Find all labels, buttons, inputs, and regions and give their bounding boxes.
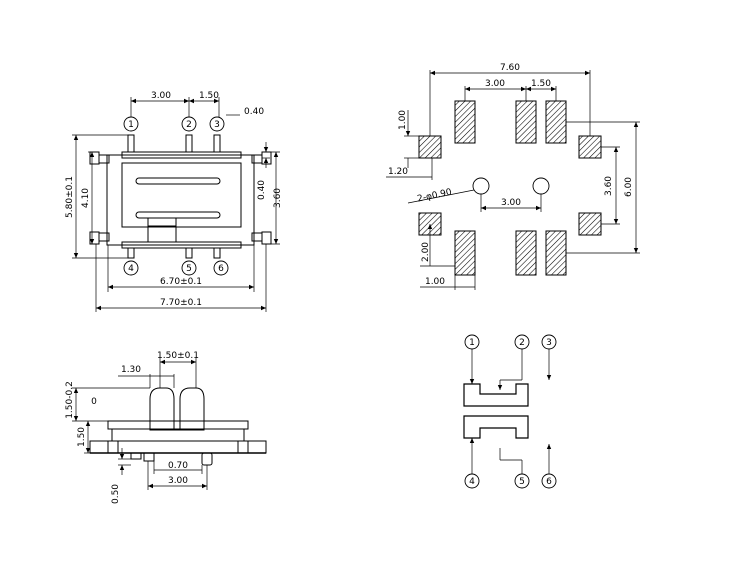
pcb-footprint: 7.60 3.00 1.50 1.00 1.20 2-φ0.90 3.00 3.… <box>386 63 640 290</box>
dim-top-4-10: 4.10 <box>81 188 91 208</box>
top-view: 1 2 3 4 5 6 3.00 1.50 0.40 5.80±0.1 4.10 <box>65 91 283 312</box>
schematic-pin-4: 4 <box>469 477 475 487</box>
dim-fp-hole: 2-φ0.90 <box>416 187 453 204</box>
dim-fp-1-50: 1.50 <box>531 79 551 89</box>
schematic-pin-6: 6 <box>546 477 552 487</box>
dim-fp-1-00: 1.00 <box>398 110 408 130</box>
schematic-pin-3: 3 <box>546 338 552 348</box>
dim-top-5-80: 5.80±0.1 <box>65 176 75 218</box>
dim-fp-6-00: 6.00 <box>624 177 634 197</box>
schematic-pin-1: 1 <box>469 338 475 348</box>
dim-side-0-50: 0.50 <box>111 484 121 504</box>
pin-4-label: 4 <box>128 264 134 274</box>
dim-fp-1-20: 1.20 <box>388 167 408 177</box>
dim-top-0-40: 0.40 <box>244 107 264 117</box>
dim-top-3-60: 3.60 <box>273 188 283 208</box>
dim-top-1-50: 1.50 <box>199 91 219 101</box>
dim-side-1-30: 1.30 <box>121 365 141 375</box>
dim-top-0-40-vertical: 0.40 <box>257 180 267 200</box>
dim-side-1-50-tol: 1.50±0.1 <box>157 351 199 361</box>
dim-top-6-70: 6.70±0.1 <box>160 277 202 287</box>
schematic-pin-5: 5 <box>519 477 525 487</box>
pin-1-label: 1 <box>128 120 134 130</box>
dim-fp-3-00-holes: 3.00 <box>501 198 521 208</box>
dim-fp-2-00: 2.00 <box>421 242 431 262</box>
dim-side-tol-upper: 0 <box>91 397 97 407</box>
dim-fp-3-00: 3.00 <box>485 79 505 89</box>
schematic-pin-2: 2 <box>519 338 525 348</box>
dim-side-1-50-tol-minus: 1.50-0.2 <box>65 381 75 419</box>
dim-fp-7-60: 7.60 <box>500 63 520 73</box>
pin-schematic: 1 2 3 4 5 6 <box>463 334 557 489</box>
dim-fp-3-60: 3.60 <box>604 176 614 196</box>
pin-3-label: 3 <box>214 120 220 130</box>
dim-top-7-70: 7.70±0.1 <box>160 298 202 308</box>
pin-2-label: 2 <box>186 120 192 130</box>
side-view: 1.50±0.1 1.30 1.50-0.2 0 1.50 0.70 0.50 … <box>65 351 267 504</box>
dim-fp-1-00-bottom: 1.00 <box>425 277 445 287</box>
pin-5-label: 5 <box>186 264 192 274</box>
dim-top-3-00: 3.00 <box>151 91 171 101</box>
pin-6-label: 6 <box>218 264 224 274</box>
dim-side-0-70: 0.70 <box>168 461 188 471</box>
dim-side-3-00: 3.00 <box>168 476 188 486</box>
dim-side-1-50: 1.50 <box>77 427 87 447</box>
